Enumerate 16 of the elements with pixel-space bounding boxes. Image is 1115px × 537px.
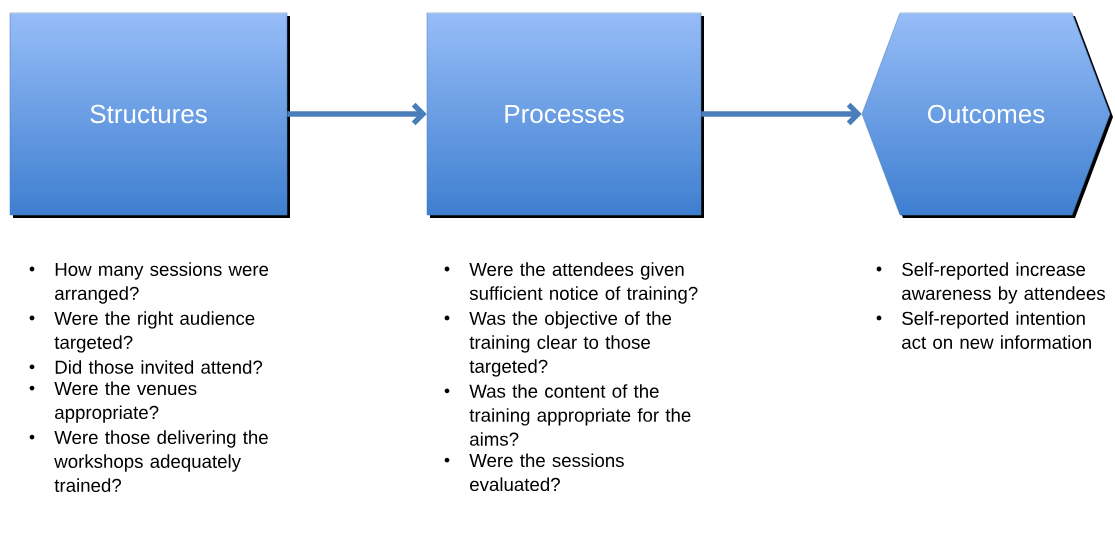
bullet-item: Self-reported increase awareness by attendees — [876, 262, 1105, 304]
process-box: Processes — [426, 12, 704, 218]
bullet-item: Were the venues appropriate? — [29, 381, 197, 423]
bullet-item: Was the content of the training appropriate for the aims? — [444, 384, 691, 446]
bullet-item: Was the objective of the training clear to those targeted? — [444, 311, 672, 377]
bullet-item: Were those delivering the workshops adequately trained? — [29, 430, 268, 493]
arrow — [701, 102, 862, 126]
bullet-item: Were the sessions evaluated? — [444, 453, 624, 492]
bullet-item: Did those invited attend? — [29, 360, 263, 374]
process-box: Structures — [9, 12, 290, 218]
bullet-item: How many sessions were arranged? — [29, 262, 269, 304]
bullet-item: Self-reported intention act on new information — [876, 311, 1091, 349]
hexagon: Outcomes — [861, 12, 1113, 218]
bullet-item: Were the right audience targeted? — [29, 311, 255, 353]
arrow — [287, 102, 427, 126]
bullet-item: Were the attendees given sufficient notice of training? — [444, 262, 698, 304]
